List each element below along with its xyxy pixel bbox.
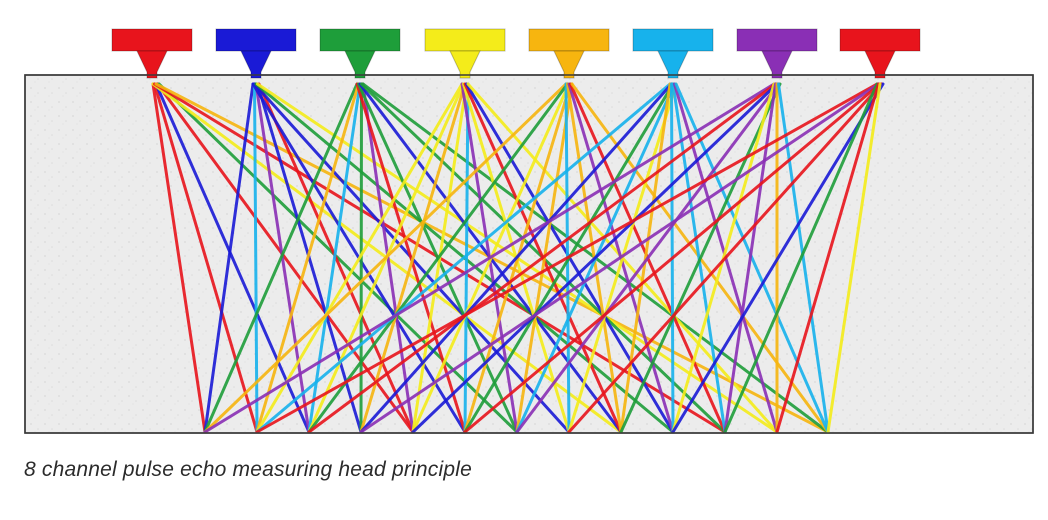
beam-path [515, 82, 780, 434]
beam-path [411, 82, 779, 434]
beam-path [723, 82, 777, 434]
transducer-ch7 [736, 28, 818, 79]
transducer-ch8 [839, 28, 921, 79]
transducer-stem [761, 50, 793, 79]
transducer-head [736, 28, 818, 52]
beam-path [255, 82, 360, 434]
transducer-stem [553, 50, 585, 79]
beam-path [203, 82, 359, 434]
transducer-head [528, 28, 610, 52]
beam-path [255, 82, 672, 434]
transducers [111, 28, 921, 79]
beam-path [156, 82, 415, 434]
transducer-head [424, 28, 506, 52]
transducer-head [839, 28, 921, 52]
beam-path [359, 82, 673, 434]
beam-path [203, 82, 776, 434]
beam-path [255, 82, 879, 434]
diagram-caption: 8 channel pulse echo measuring head prin… [24, 458, 472, 481]
transducer-stem [136, 50, 168, 79]
beam-path [359, 82, 880, 434]
beam-path [777, 82, 830, 434]
transducer-ch4 [424, 28, 506, 79]
beam-path [307, 82, 569, 434]
transducer-stem [240, 50, 272, 79]
beam-path [674, 82, 830, 434]
beam-path [361, 82, 415, 434]
beam-path [567, 82, 678, 434]
beam-path [671, 82, 885, 434]
beam-path [307, 82, 777, 434]
transducer-head [215, 28, 297, 52]
transducer-head [111, 28, 193, 52]
transducer-stem [864, 50, 896, 79]
beam-path [253, 82, 259, 434]
beam-path [154, 82, 311, 434]
beam-path [826, 82, 882, 434]
test-material-outline [24, 74, 1034, 434]
transducer-ch3 [319, 28, 401, 79]
beam-path [619, 82, 672, 434]
transducer-head [632, 28, 714, 52]
transducer-ch6 [632, 28, 714, 79]
beam-path [153, 82, 259, 434]
beam-path [463, 82, 882, 434]
beam-path [157, 82, 519, 434]
beam-path [463, 82, 470, 434]
beam-path [723, 82, 879, 434]
transducer-head [319, 28, 401, 52]
transducer-ch5 [528, 28, 610, 79]
beam-path [203, 82, 255, 434]
beam-path [619, 82, 782, 434]
beam-path [567, 82, 883, 434]
beam-path [203, 82, 568, 434]
beam-paths [151, 82, 885, 434]
transducer-ch2 [215, 28, 297, 79]
transducer-stem [449, 50, 481, 79]
beam-path [359, 82, 467, 434]
beam-path [775, 82, 880, 434]
beam-path [151, 82, 207, 434]
transducer-ch1 [111, 28, 193, 79]
transducer-stem [657, 50, 689, 79]
beam-path [255, 82, 464, 434]
beam-path [307, 82, 362, 434]
transducer-stem [344, 50, 376, 79]
